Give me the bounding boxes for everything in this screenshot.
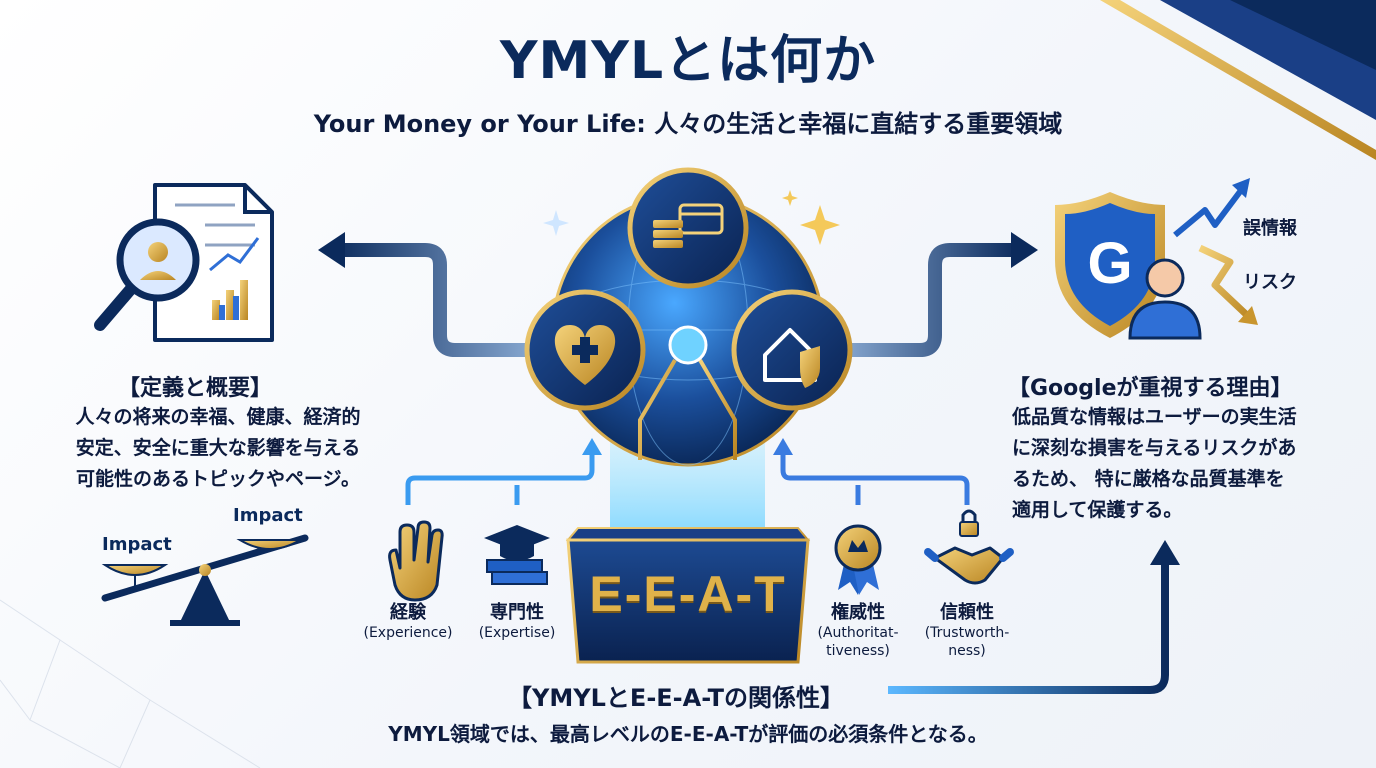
- health-heart-icon: [524, 289, 646, 411]
- pillar-expertise-label: 専門性: [490, 602, 544, 623]
- right-flow-arrow: [830, 232, 1038, 357]
- svg-text:G: G: [1087, 231, 1132, 296]
- definition-line: 可能性のあるトピックやページ。: [75, 468, 361, 490]
- sparkle-icons: [543, 190, 840, 245]
- trend-arrow-down-icon: [1198, 244, 1258, 325]
- eeat-box-label: E-E-A-T: [589, 566, 787, 622]
- pillar-arrows-left: [405, 438, 602, 505]
- reason-line: 適用して保護する。: [1012, 499, 1183, 521]
- google-shield-icon: G: [1055, 192, 1165, 338]
- reason-line: るため、 特に厳格な品質基準を: [1012, 468, 1285, 490]
- page-subtitle: Your Money or Your Life: 人々の生活と幸福に直結する重要…: [313, 110, 1063, 138]
- pillar-expertise-sub: (Expertise): [478, 625, 556, 641]
- corner-decoration: [1100, 0, 1376, 160]
- reason-body: 低品質な情報はユーザーの実生活 に深刻な損害を与えるリスクがあ るため、 特に厳…: [1012, 402, 1342, 526]
- home-shield-icon: [731, 289, 853, 411]
- reason-heading: 【Googleが重視する理由】: [1008, 376, 1293, 401]
- money-card-icon: [627, 167, 749, 289]
- definition-line: 人々の将来の幸福、健康、経済的: [75, 406, 361, 428]
- award-ribbon-icon: [834, 524, 882, 595]
- graduation-cap-icon: [484, 525, 550, 585]
- reason-line: 低品質な情報はユーザーの実生活: [1012, 406, 1297, 428]
- bottom-flow-arrow: [888, 540, 1180, 694]
- pillar-trustworthiness-label: 信頼性: [940, 602, 994, 623]
- background-mesh: [0, 599, 261, 768]
- pillar-arrows-right: [773, 438, 970, 505]
- impact-label-left: Impact: [102, 534, 172, 555]
- trend-arrow-up-icon: [1173, 178, 1250, 238]
- definition-body: 人々の将来の幸福、健康、経済的 安定、安全に重大な影響を与える 可能性のあるトピ…: [58, 402, 378, 495]
- person-icon: [1128, 258, 1202, 340]
- definition-heading: 【定義と概要】: [118, 376, 273, 401]
- hand-icon: [388, 520, 444, 602]
- handshake-lock-icon: [924, 509, 1014, 585]
- pillar-trustworthiness-sub: (Trustworth- ness): [924, 625, 1010, 659]
- eeat-box: [565, 527, 811, 664]
- balance-scale-icon: [101, 534, 309, 626]
- reason-line: に深刻な損害を与えるリスクがあ: [1012, 437, 1297, 459]
- impact-label-right: Impact: [233, 505, 303, 526]
- relationship-body: YMYL領域では、最高レベルのE-E-A-Tが評価の必須条件となる。: [388, 722, 988, 746]
- pillar-experience-sub: (Experience): [363, 625, 453, 641]
- pillar-authoritativeness-sub: (Authoritat- tiveness): [817, 625, 899, 659]
- misinformation-tag: 誤情報: [1243, 218, 1297, 239]
- page-title: YMYLとは何か: [499, 31, 877, 91]
- pillar-authoritativeness-label: 権威性: [831, 602, 885, 623]
- pillar-experience-label: 経験: [390, 602, 426, 623]
- document-magnifier-icon: [94, 183, 274, 342]
- risk-tag: リスク: [1243, 272, 1297, 293]
- definition-line: 安定、安全に重大な影響を与える: [75, 437, 361, 459]
- left-flow-arrow: [318, 232, 545, 357]
- relationship-heading: 【YMYLとE-E-A-Tの関係性】: [508, 684, 845, 712]
